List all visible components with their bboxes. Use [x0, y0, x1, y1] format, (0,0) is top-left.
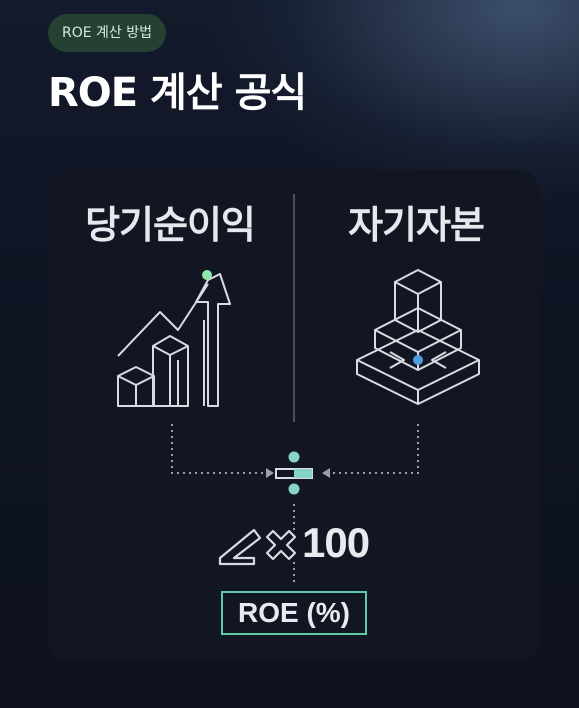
- page-title: ROE 계산 공식: [48, 70, 307, 116]
- formula-diagram: [117, 194, 480, 584]
- denominator-label: 자기자본: [348, 203, 485, 247]
- angle-icon: [218, 528, 262, 566]
- category-pill: ROE 계산 방법: [48, 14, 167, 52]
- stacked-blocks-icon: [356, 269, 480, 405]
- formula-card: 당기순이익 자기자본: [48, 170, 540, 662]
- blocks-center-dot: [413, 355, 423, 365]
- numerator-label: 당기순이익: [85, 203, 256, 247]
- roe-result-box: ROE (%): [221, 591, 367, 635]
- left-arrow-head: [266, 468, 274, 478]
- growth-chart-icon: [117, 273, 231, 407]
- right-arrow-head: [322, 468, 330, 478]
- multiplier-value: 100: [302, 519, 370, 566]
- growth-point-dot: [202, 270, 212, 280]
- dotted-connectors: [171, 424, 419, 584]
- multiply-icon: [265, 529, 297, 561]
- divide-icon: [275, 451, 313, 495]
